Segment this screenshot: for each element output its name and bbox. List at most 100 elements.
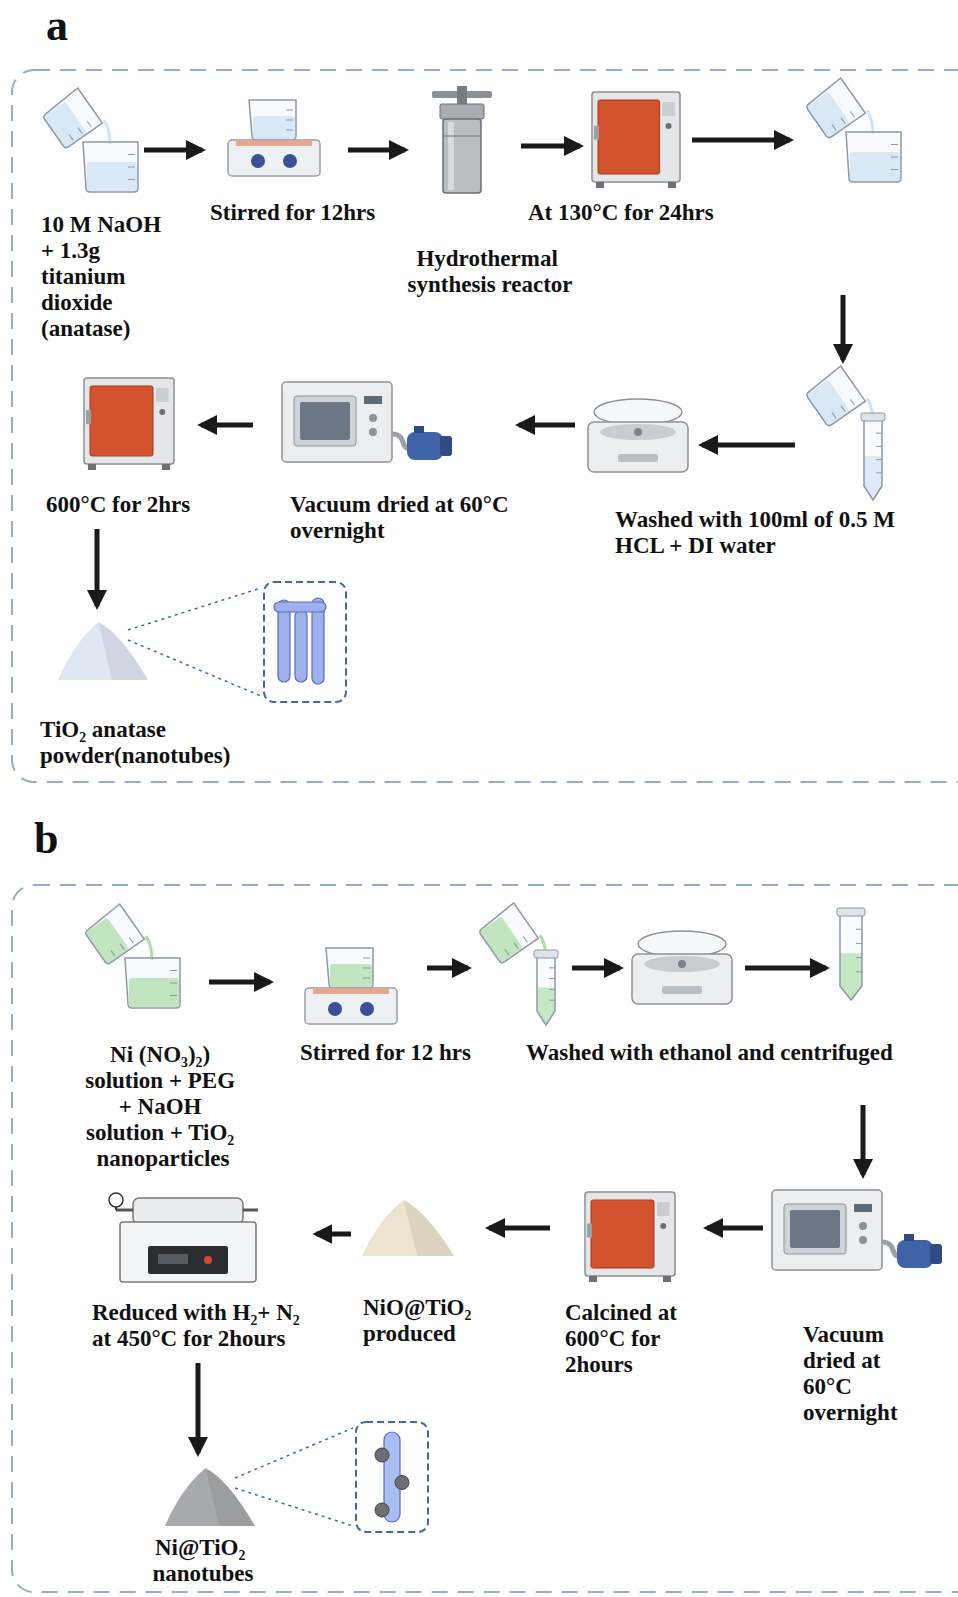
icon-shape <box>644 956 720 972</box>
icon-shape <box>128 154 135 155</box>
icon-shape <box>657 1202 670 1216</box>
flow-arrow <box>519 423 575 428</box>
icon-shape <box>856 929 862 930</box>
step-label: TiO₂ anatase powder(nanotubes) <box>40 717 230 769</box>
ni-particle <box>375 1503 389 1517</box>
icon-shape <box>440 104 484 119</box>
icon-shape <box>790 1210 840 1248</box>
icon-group <box>41 88 103 149</box>
step-label: 10 M NaOH + 1.3g titanium dioxide (anata… <box>41 212 167 342</box>
step-node: 600°C for 2hrs <box>40 372 196 524</box>
icon-shape <box>363 958 370 959</box>
icon-shape <box>660 1223 666 1229</box>
step-label: At 130°C for 24hrs <box>528 200 714 226</box>
icon-shape <box>146 936 152 960</box>
icon-shape <box>856 957 862 958</box>
step-label: 600°C for 2hrs <box>46 492 190 518</box>
icon-shape <box>69 134 73 140</box>
icon-shape <box>120 1222 256 1282</box>
icon-shape <box>618 454 658 462</box>
flow-arrow <box>196 1363 201 1453</box>
icon-shape <box>537 957 555 1025</box>
step-label: Stirred for 12hrs <box>210 200 375 226</box>
icon-shape <box>514 943 518 949</box>
icon-shape <box>662 986 702 994</box>
icon-shape <box>594 126 599 140</box>
step-arrow <box>572 966 620 971</box>
leader-line <box>128 640 261 696</box>
step-node: Hydrothermal synthesis reactor <box>410 84 516 196</box>
step-label: Washed with 100ml of 0.5 M HCL + DI wate… <box>615 507 901 559</box>
icon-shape <box>600 424 676 440</box>
icon-shape <box>369 414 377 422</box>
flow-arrow <box>489 1226 550 1231</box>
icon-shape <box>313 988 389 994</box>
icon-shape <box>170 983 177 984</box>
flow-arrow <box>521 144 580 149</box>
flow-arrow <box>95 529 100 606</box>
step-label: Vacuum dried at 60°C overnight <box>803 1322 898 1426</box>
step-label: NiO@TiO₂ produced <box>363 1295 477 1347</box>
step-label: Vacuum dried at 60°C overnight <box>290 492 514 544</box>
icon-shape <box>363 968 370 969</box>
icon-shape <box>443 136 481 137</box>
icon-shape <box>369 428 377 436</box>
icon-group <box>804 78 866 139</box>
icon-shape <box>850 111 854 117</box>
icon-shape <box>443 119 481 193</box>
icon-group <box>477 903 539 964</box>
icon-shape <box>876 472 882 473</box>
flow-arrow <box>209 980 270 985</box>
icon-shape <box>129 937 133 943</box>
icon-shape <box>662 102 674 116</box>
icon-shape <box>170 995 177 996</box>
icon-shape <box>403 1200 454 1256</box>
icon-shape <box>86 410 91 424</box>
icon-shape <box>58 622 148 680</box>
icon-shape <box>854 1204 872 1212</box>
icon-shape <box>772 1190 882 1270</box>
icon-shape <box>663 1276 671 1282</box>
icon-shape <box>328 1002 342 1016</box>
icon-shape <box>159 409 165 415</box>
step-node: Reduced with H₂+ N₂ at 450°C for 2hours <box>86 1185 311 1358</box>
nanotube <box>295 610 307 682</box>
icon-shape <box>846 132 901 182</box>
icon-shape <box>832 124 836 130</box>
icon-shape <box>784 1204 846 1254</box>
inset-box <box>264 582 346 702</box>
icon-shape <box>236 140 312 146</box>
icon-shape <box>170 970 177 971</box>
flow-arrow <box>427 966 468 971</box>
icon-shape <box>88 464 96 470</box>
step-label: Ni (NO₃)₂) solution + PEG + NaOH solutio… <box>63 1042 263 1172</box>
icon-shape <box>286 110 293 111</box>
icon-shape <box>589 1276 597 1282</box>
icon-shape <box>156 388 169 402</box>
step-label: Reduced with H₂+ N₂ at 450°C for 2hours <box>92 1300 305 1352</box>
icon-shape <box>837 908 865 916</box>
icon-shape <box>448 122 454 190</box>
nanotube <box>274 602 326 612</box>
icon-shape <box>162 464 170 470</box>
icon-shape <box>505 949 509 955</box>
step-node: Calcined at 600°C for 2hours <box>555 1185 702 1285</box>
icon-shape <box>832 412 836 418</box>
icon-shape <box>804 366 866 427</box>
flow-arrow <box>861 1105 866 1175</box>
panel-box: bNi (NO₃)₂) solution + PEG + NaOH soluti… <box>12 885 958 1592</box>
icon-shape <box>41 88 103 149</box>
step-node: Vacuum dried at 60°C overnight <box>768 1180 950 1275</box>
icon-shape <box>165 1468 255 1526</box>
icon-shape <box>891 144 898 145</box>
icon-shape <box>204 1256 212 1264</box>
icon-shape <box>477 903 539 964</box>
icon-shape <box>286 120 293 121</box>
icon-shape <box>83 904 145 965</box>
ni-particle <box>375 1448 389 1462</box>
flow-arrow <box>201 423 253 428</box>
icon-shape <box>294 396 356 446</box>
icon-shape <box>588 422 688 472</box>
icon-shape <box>158 1254 188 1264</box>
icon-shape <box>591 1200 654 1268</box>
